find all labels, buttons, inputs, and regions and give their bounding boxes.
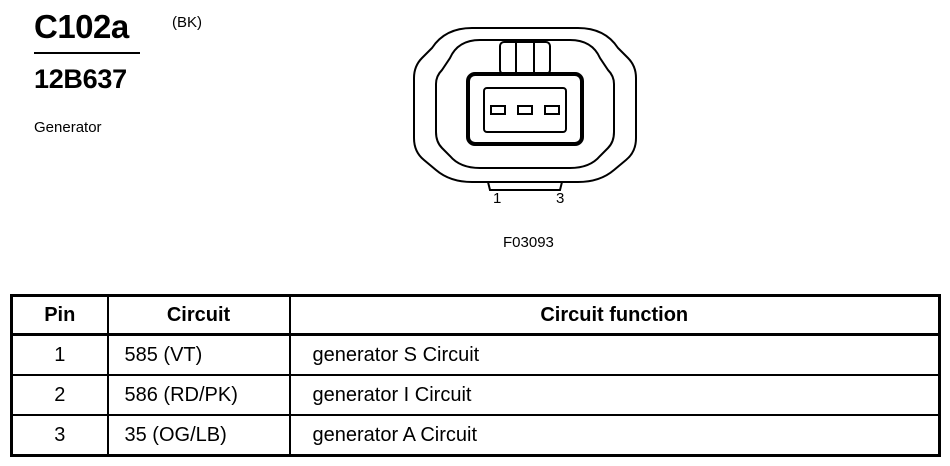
connector-outer-housing	[413, 27, 637, 183]
cell-pin: 3	[10, 414, 109, 457]
terminal-1	[490, 105, 506, 115]
header-pin: Pin	[10, 294, 109, 336]
title-underline	[34, 52, 140, 54]
connector-color-code: (BK)	[172, 14, 202, 31]
terminal-3	[544, 105, 560, 115]
connector-face-diagram	[413, 27, 637, 191]
terminal-2	[517, 105, 533, 115]
pin-3-label: 3	[556, 190, 565, 207]
cell-pin: 1	[10, 333, 109, 376]
cell-circuit: 586 (RD/PK)	[106, 374, 291, 416]
component-name: Generator	[34, 119, 102, 136]
figure-id: F03093	[503, 234, 554, 251]
cell-circuit: 35 (OG/LB)	[106, 414, 291, 457]
table-row: 3 35 (OG/LB) generator A Circuit	[10, 414, 941, 457]
pin-1-label: 1	[493, 190, 502, 207]
connector-latch	[499, 41, 551, 75]
part-number: 12B637	[34, 64, 127, 94]
connector-id: C102a	[34, 8, 129, 45]
connector-bottom-tab	[487, 181, 563, 191]
pinout-table: Pin Circuit Circuit function 1 585 (VT) …	[10, 294, 941, 457]
header-circuit: Circuit	[106, 294, 291, 336]
cell-pin: 2	[10, 374, 109, 416]
table-header-row: Pin Circuit Circuit function	[10, 294, 941, 336]
table-row: 2 586 (RD/PK) generator I Circuit	[10, 374, 941, 416]
cell-circuit-function: generator I Circuit	[288, 374, 941, 416]
cell-circuit-function: generator S Circuit	[288, 333, 941, 376]
header-circuit-function: Circuit function	[288, 294, 941, 336]
connector-inner-housing	[435, 39, 615, 169]
table-row: 1 585 (VT) generator S Circuit	[10, 333, 941, 376]
cell-circuit: 585 (VT)	[106, 333, 291, 376]
cell-circuit-function: generator A Circuit	[288, 414, 941, 457]
terminal-cavity	[466, 72, 584, 146]
